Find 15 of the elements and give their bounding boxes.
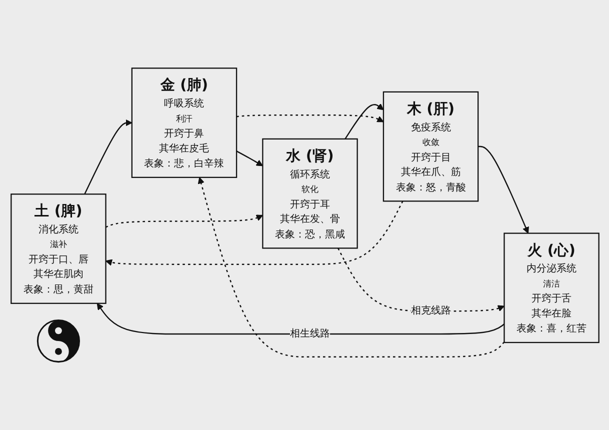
node-box: 土 (脾) 消化系统 滋补 开窍于口、唇 其华在肌肉 表象：思，黄甜 bbox=[10, 194, 106, 304]
arrow bbox=[236, 114, 384, 122]
arrow bbox=[236, 150, 262, 166]
edge-label: 相生线路 bbox=[290, 328, 330, 340]
node-box: 火 (心) 内分泌系统 清洁 开窍于舌 其华在脸 表象：喜，红苦 bbox=[503, 232, 599, 344]
arrow bbox=[84, 119, 132, 194]
arrow bbox=[344, 103, 384, 140]
arrow bbox=[104, 200, 403, 266]
arrow bbox=[478, 146, 528, 234]
arrow bbox=[105, 214, 262, 228]
node-box: 木 (肝) 免疫系统 收敛 开窍于目 其华在爪、筋 表象：怒，青酸 bbox=[382, 91, 478, 202]
node-box: 水 (肾) 循环系统 软化 开窍于耳 其华在发、骨 表象：恐，黑咸 bbox=[262, 138, 358, 249]
arrow bbox=[96, 303, 504, 335]
node-box: 金 (肺) 呼吸系统 利汗 开窍于鼻 其华在皮毛 表象：悲，白辛辣 bbox=[130, 68, 237, 178]
edge-label: 相克线路 bbox=[410, 305, 450, 317]
